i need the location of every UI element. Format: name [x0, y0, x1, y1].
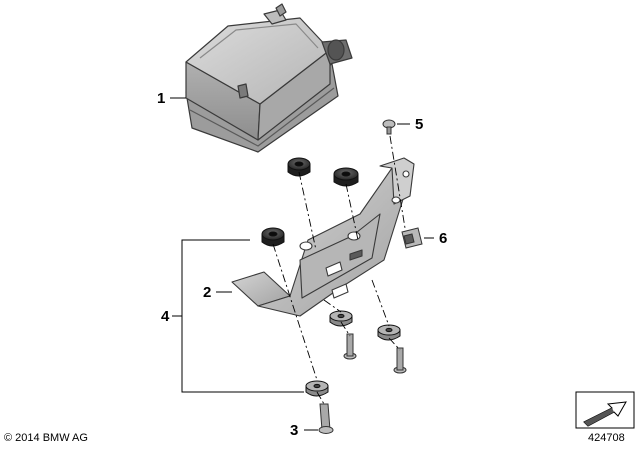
callout-1: 1: [157, 90, 166, 107]
diagram-number: 424708: [588, 432, 625, 444]
rubber-mount-a: [287, 157, 311, 177]
control-unit-box-icon: [185, 3, 353, 153]
rubber-mount-b: [333, 167, 359, 187]
mounting-bracket-icon: [231, 157, 415, 317]
rubber-mount-icon: [261, 157, 401, 397]
callout-2: 2: [203, 284, 212, 301]
washer-c: [305, 380, 329, 397]
copyright-text: © 2014 BMW AG: [4, 432, 88, 444]
view-direction-icon: [575, 391, 635, 429]
callout-5: 5: [415, 116, 424, 133]
bolt-b: [393, 347, 407, 374]
clip-nut-icon: [401, 227, 423, 249]
washer-a: [329, 310, 353, 327]
callout-6: 6: [439, 230, 448, 247]
rubber-mount-c: [261, 227, 285, 247]
bolt-icon: [343, 333, 407, 374]
assembly-axis-lines: [272, 135, 406, 405]
screw-icon: [382, 119, 396, 135]
callout-4: 4: [161, 308, 170, 325]
washer-b: [377, 324, 401, 341]
callout-4-bracket: [172, 239, 304, 393]
callout-3: 3: [290, 422, 299, 439]
hex-bolt-icon: [318, 403, 334, 434]
bolt-a: [343, 333, 357, 360]
